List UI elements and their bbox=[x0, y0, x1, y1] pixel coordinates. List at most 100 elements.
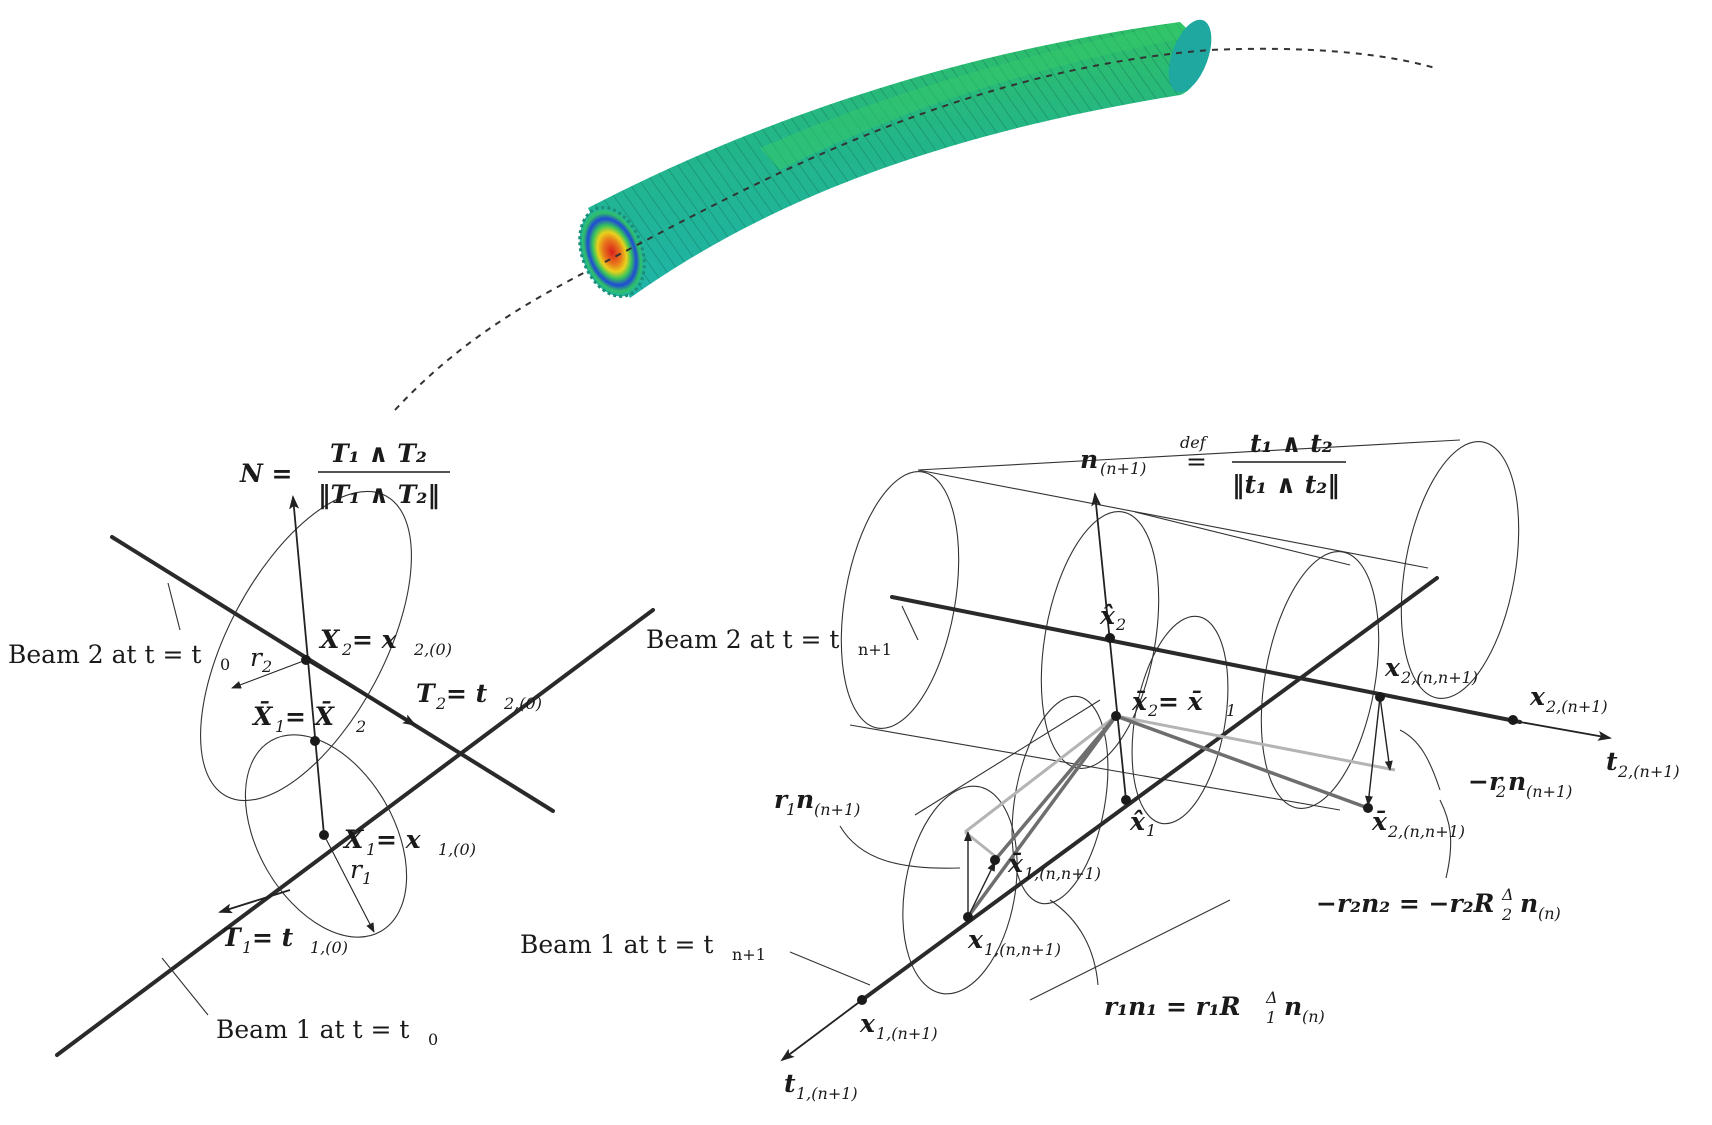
tangent-t1 bbox=[780, 999, 863, 1062]
normal-N-denominator: ‖T₁ ∧ T₂‖ bbox=[318, 480, 440, 509]
eq-r1-sup: Δ bbox=[1265, 988, 1278, 1007]
T1-eq-sub: 1,(0) bbox=[310, 938, 348, 957]
xhat2-label-sub: 2 bbox=[1115, 615, 1126, 634]
beam1-initial bbox=[55, 608, 655, 1057]
x1nn1-label-sub: 1,(n,n+1) bbox=[984, 940, 1061, 959]
vector-r1-n1 bbox=[967, 861, 996, 918]
gap-line-dark-left bbox=[966, 714, 1118, 919]
beam1-current-label: Beam 1 at t = t bbox=[520, 930, 713, 959]
T2-eq-sub: 2,(0) bbox=[503, 694, 542, 713]
radius-r2 bbox=[231, 659, 307, 689]
x2nn1-label-sub: 2,(n,n+1) bbox=[1400, 668, 1478, 687]
X2-eq-sub: 2,(0) bbox=[413, 640, 452, 659]
tangent-T2 bbox=[305, 659, 417, 727]
xbar1nn1-label-sub: 1,(n,n+1) bbox=[1024, 864, 1101, 883]
x2n1-label: x bbox=[1529, 682, 1546, 711]
xhat1-label: x̂ bbox=[1129, 807, 1146, 836]
eq-r2-leader bbox=[1439, 799, 1452, 879]
X1-label-sub: 1 bbox=[366, 840, 376, 859]
xbar1nn1-label: x̄ bbox=[1007, 849, 1024, 878]
T2-label-sub: 2 bbox=[435, 694, 446, 713]
vector-minus-r2-n bbox=[1379, 696, 1393, 771]
X2-label: X bbox=[318, 625, 341, 654]
radius-r1 bbox=[323, 834, 375, 933]
xbar2nn1-label-sub: 2,(n,n+1) bbox=[1387, 822, 1465, 841]
beam2-current-leader bbox=[901, 605, 919, 641]
minus-r2n-vec-sub: (n+1) bbox=[1526, 782, 1572, 801]
eq-r2-label: −r₂n₂ = −r₂R bbox=[1316, 889, 1494, 918]
r1n-vec-sub: (n+1) bbox=[814, 800, 860, 819]
eq-r2-tail: n bbox=[1520, 889, 1538, 918]
beam1-initial-label: Beam 1 at t = t bbox=[216, 1015, 409, 1044]
point-x2nn1 bbox=[1375, 692, 1385, 702]
beam2-initial-label-sub: 0 bbox=[220, 655, 230, 674]
r1n-label: r bbox=[774, 785, 789, 814]
t1n1-label-sub: 1,(n+1) bbox=[796, 1084, 858, 1103]
beam1-current-leader bbox=[789, 951, 871, 986]
vector-minus-r2-n2 bbox=[1365, 696, 1381, 806]
cable-centerline-upper bbox=[604, 47, 1436, 263]
r1-label: r bbox=[350, 855, 364, 884]
minus-r2n-label-sub: 2 bbox=[1495, 782, 1506, 801]
normal-n-numerator: t₁ ∧ t₂ bbox=[1250, 429, 1333, 458]
r1n-label-sub: 1 bbox=[786, 800, 796, 819]
Xbar-eq: = X̄ bbox=[285, 701, 336, 731]
Xbar-label-sub1: 1 bbox=[275, 717, 285, 736]
beam1-initial-label-sub: 0 bbox=[428, 1030, 438, 1049]
normal-vector-N bbox=[289, 495, 325, 836]
xbar2nn1-label: x̄ bbox=[1371, 807, 1388, 836]
minus-r2n-label: −r bbox=[1468, 767, 1504, 796]
right-configuration bbox=[780, 439, 1612, 1062]
beam2-current bbox=[890, 595, 1522, 724]
beam1-current-label-sub: n+1 bbox=[732, 945, 766, 964]
r2-label-sub: 2 bbox=[261, 657, 272, 676]
point-xbar2nn1 bbox=[1363, 803, 1373, 813]
t2n1-label-sub: 2,(n+1) bbox=[1617, 762, 1680, 781]
beam2-cylinder bbox=[840, 439, 1520, 811]
beam2-current-label-sub: n+1 bbox=[858, 640, 892, 659]
normal-n-lhs: n bbox=[1080, 445, 1098, 474]
beam2-initial bbox=[110, 535, 555, 813]
x2nn1-label: x bbox=[1384, 653, 1401, 682]
T1-eq: = t bbox=[252, 923, 294, 952]
x1nn1-label: x bbox=[967, 925, 984, 954]
T2-label: T bbox=[416, 679, 437, 708]
x1n1-label-sub: 1,(n+1) bbox=[876, 1024, 938, 1043]
beam2-current-label: Beam 2 at t = t bbox=[646, 625, 839, 654]
eq-r1-sub: 1 bbox=[1266, 1008, 1276, 1027]
X1-label: X bbox=[342, 825, 365, 854]
normal-n-lhs-sub: (n+1) bbox=[1100, 459, 1146, 478]
normal-N-numerator: T₁ ∧ T₂ bbox=[330, 439, 427, 468]
normal-n-eq: = bbox=[1186, 447, 1207, 476]
T1-label: T bbox=[222, 923, 243, 952]
x2n1-label-sub: 2,(n+1) bbox=[1545, 697, 1608, 716]
xbar-eq-mid: = x̄ bbox=[1158, 687, 1204, 716]
gap-line-dark bbox=[993, 713, 1369, 862]
xbar-eq-sub1: 2 bbox=[1147, 701, 1158, 720]
cable-render bbox=[394, 19, 1436, 411]
left-configuration bbox=[55, 490, 655, 1057]
beam2-leader bbox=[167, 582, 181, 631]
xhat1-label-sub: 1 bbox=[1146, 821, 1156, 840]
Xbar-eq-sub2: 2 bbox=[355, 717, 366, 736]
tangent-t2 bbox=[1519, 721, 1612, 741]
point-x1nn1 bbox=[963, 912, 973, 922]
X1-eq: = x bbox=[376, 825, 422, 854]
t1n1-label: t bbox=[784, 1069, 796, 1098]
eq-r1-leader bbox=[1049, 899, 1099, 986]
minus-r2n-leader bbox=[1399, 729, 1441, 791]
point-xbar bbox=[1111, 711, 1121, 721]
beam1-current bbox=[860, 576, 1439, 1002]
minus-r2n-vec: n bbox=[1508, 767, 1526, 796]
eq-r2-sub: 2 bbox=[1501, 905, 1512, 924]
tangent-T1 bbox=[218, 889, 291, 914]
eq-r1-label: r₁n₁ = r₁R bbox=[1104, 992, 1241, 1021]
eq-r1-tail-sub: (n) bbox=[1302, 1007, 1325, 1026]
r1-label-sub: 1 bbox=[362, 869, 372, 888]
point-xbar1nn1 bbox=[990, 855, 1000, 865]
cable-centerline-lower bbox=[394, 261, 606, 411]
r1n-vec: n bbox=[796, 785, 814, 814]
gap-line-light bbox=[964, 714, 1396, 834]
